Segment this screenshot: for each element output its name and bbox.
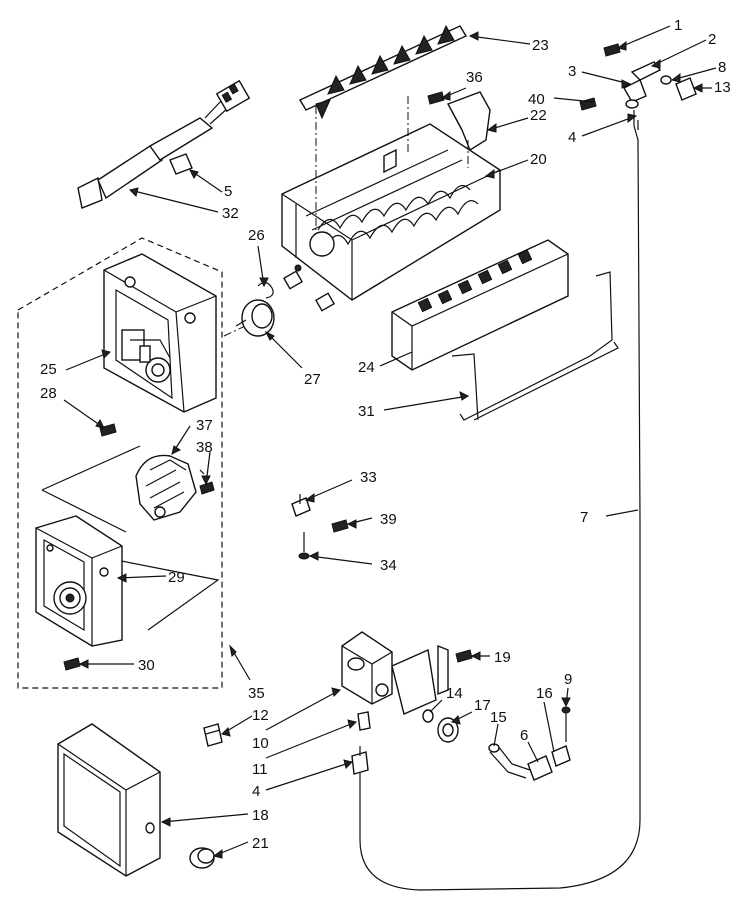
shutoff-arm (451, 271, 619, 421)
guide-line (199, 469, 205, 475)
callout-20: 20 (530, 151, 547, 168)
bracket-screw (331, 519, 349, 533)
callout-4: 4 (568, 129, 576, 146)
leader-lines (63, 25, 717, 859)
front-cover (57, 723, 161, 877)
wire-nut (203, 723, 223, 747)
callout-7: 7 (580, 509, 588, 526)
callout-34: 34 (380, 557, 397, 574)
guide-line (41, 489, 127, 533)
callout-31: 31 (358, 403, 375, 420)
callout-6: 6 (520, 727, 528, 744)
callout-labels: 1 2 3 8 13 4 23 36 40 22 20 5 32 26 27 2… (40, 17, 731, 852)
assembly-group-outline (17, 237, 223, 689)
screw-9 (561, 706, 571, 742)
callout-26: 26 (248, 227, 265, 244)
mold-bracket (447, 91, 491, 152)
callout-38: 38 (196, 439, 213, 456)
callout-25: 25 (40, 361, 57, 378)
callout-27: 27 (304, 371, 321, 388)
inlet-elbow (623, 79, 647, 109)
callout-28: 28 (40, 385, 57, 402)
callout-24: 24 (358, 359, 375, 376)
nut-11 (357, 711, 371, 731)
connector-6 (527, 755, 553, 781)
callout-9: 9 (564, 671, 572, 688)
inlet-fitting-screw (603, 43, 621, 57)
callout-21: 21 (252, 835, 269, 852)
callout-11: 11 (252, 761, 268, 778)
mounting-screw-34 (298, 532, 310, 560)
callout-40: 40 (528, 91, 545, 108)
fitting-17 (437, 717, 459, 743)
stripper-cover (391, 239, 569, 371)
motor-screw (199, 481, 215, 495)
washer-14 (422, 709, 434, 723)
mounting-plate (35, 515, 123, 647)
callout-32: 32 (222, 205, 239, 222)
callout-22: 22 (530, 107, 547, 124)
callout-5: 5 (224, 183, 232, 200)
inlet-hose-15 (488, 743, 531, 779)
callout-14: 14 (446, 685, 463, 702)
callout-8: 8 (718, 59, 726, 76)
nut-13 (675, 77, 697, 101)
callout-3: 3 (568, 63, 576, 80)
clip-16 (551, 745, 571, 767)
callout-35: 35 (248, 685, 265, 702)
spring-clip (257, 281, 274, 299)
fill-tube (359, 110, 641, 891)
washer-8 (660, 75, 672, 85)
callout-1: 1 (674, 17, 682, 34)
callout-16: 16 (536, 685, 553, 702)
drive-motor (135, 454, 197, 521)
ice-mold-body (281, 123, 501, 312)
callout-12: 12 (252, 707, 269, 724)
screw-40 (579, 97, 597, 111)
callout-19: 19 (494, 649, 511, 666)
guide-line (95, 555, 220, 631)
valve-screw-19 (455, 649, 473, 663)
callout-23: 23 (532, 37, 549, 54)
callout-13: 13 (714, 79, 731, 96)
callout-10: 10 (252, 735, 269, 752)
plate-screw (63, 657, 81, 671)
callout-29: 29 (168, 569, 185, 586)
callout-15: 15 (490, 709, 507, 726)
callout-18: 18 (252, 807, 269, 824)
water-valve (341, 631, 449, 715)
motor-coupler (235, 299, 275, 337)
callout-17: 17 (474, 697, 491, 714)
callout-39: 39 (380, 511, 397, 528)
fitting-4-lower (351, 746, 369, 775)
callout-36: 36 (466, 69, 483, 86)
harness-clip (169, 153, 193, 175)
wire-harness (77, 79, 251, 209)
control-housing (103, 253, 217, 413)
callout-4-lower: 4 (252, 783, 260, 800)
screw-36 (427, 91, 445, 105)
callout-30: 30 (138, 657, 155, 674)
switch-bracket (291, 494, 311, 517)
callout-37: 37 (196, 417, 213, 434)
guide-line (41, 445, 141, 491)
callout-33: 33 (360, 469, 377, 486)
knob (189, 847, 215, 869)
ejector-shaft (298, 24, 468, 120)
callout-2: 2 (708, 31, 716, 48)
